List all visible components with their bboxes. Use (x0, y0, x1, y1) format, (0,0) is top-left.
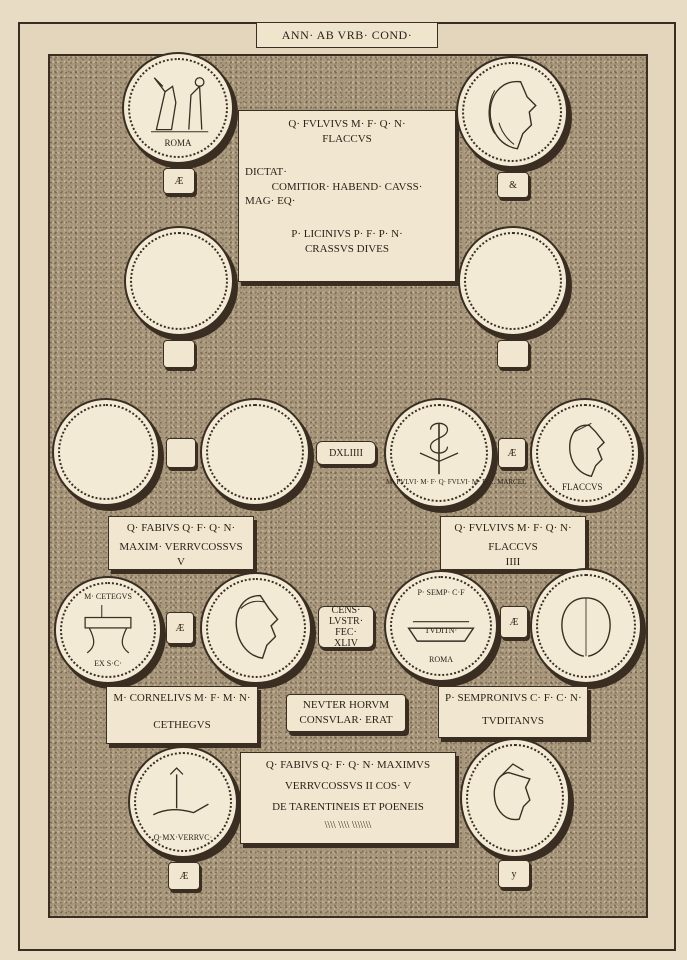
fulvius-plaque-line1: Q· FVLVIVS M· F· Q· N· (454, 522, 572, 534)
coin-legend-semp: P· SEMP· C·F (417, 588, 465, 597)
helmeted-heads-icon (493, 763, 531, 821)
ship-prow-icon (407, 621, 475, 642)
bottom-plaque-line2: VERRVCOSSVS II COS· V (284, 779, 412, 792)
cornelius-plaque-line2: CETHEGVS (153, 718, 211, 731)
coin-legend-cethegus: M· CETEGVS (84, 592, 132, 601)
census-link: CENS· LVSTR· FEC· XLIV (318, 605, 374, 649)
fabius-plaque-line3: V (177, 555, 185, 568)
coin-legend-roma: ROMA (164, 138, 192, 148)
center-link-dxliiii: DXLIIII (316, 441, 376, 465)
top-plaque-line3: DICTAT· (245, 165, 287, 178)
sempronius-plaque-line1: P· SEMPRONIVS C· F· C· N· (445, 692, 582, 704)
bottom-plaque-line3: DE TARENTINEIS ET POENEIS (272, 800, 424, 813)
coin-cethegus-reverse: M· CETEGVS EX S·C· (54, 576, 162, 684)
tab-ae-mid: Æ (498, 438, 526, 468)
top-plaque-line7: CRASSVS DIVES (304, 243, 390, 256)
top-plaque-line5: MAG· EQ· (245, 195, 296, 208)
coin-blank-mid-left-1 (52, 398, 160, 506)
bearded-head-icon (488, 81, 537, 150)
bottom-plaque-line4: \\\\ \\\\ \\\\\\\ (324, 819, 372, 831)
census-line3: XLIV (334, 638, 358, 649)
coin-flaccus-female-head: FLACCVS (530, 398, 640, 508)
laureate-head-icon (235, 594, 279, 660)
neptune-chariot-icon (153, 767, 209, 816)
coin-fulvius-caduceus: M· FVLVI· M· F· Q· FVLVI· M· F· ... MARC… (384, 398, 527, 508)
coin-janus-head (530, 568, 642, 684)
coin-legend-qmx-verruc: Q·MX·VERRVC· (153, 833, 213, 842)
coin-blank-mid-left-2 (200, 398, 310, 506)
janus-head-icon (561, 597, 611, 657)
tab-ae-top-left: Æ (163, 168, 195, 194)
victory-figure-icon (151, 77, 209, 133)
female-head-icon (569, 422, 606, 478)
sempronius-plaque: P· SEMPRONIVS C· F· C· N· TVDITANVS (438, 686, 588, 738)
tab-y-bottom: y (498, 860, 530, 888)
neuter-plaque-line1: NEVTER HORVM (302, 699, 390, 711)
curule-chair-icon (84, 605, 132, 654)
coin-sempronius-prow: P· SEMP· C·F TVDITN· ROMA (384, 570, 498, 682)
fulvius-plaque-line2: FLACCVS (488, 540, 538, 553)
coin-fabius-neptune: Q·MX·VERRVC· (128, 746, 238, 858)
coin-legend-tuditn: TVDITN· (424, 626, 458, 635)
top-plaque-line4: COMITIOR· HABEND· CAVSS· (271, 180, 423, 193)
neuter-plaque-line2: CONSVLAR· ERAT (299, 713, 393, 726)
census-line1: CENS· (331, 605, 361, 616)
sempronius-plaque-line2: TVDITANVS (481, 714, 545, 727)
cornelius-plaque: M· CORNELIVS M· F· M· N· CETHEGVS (106, 686, 258, 744)
coin-legend-roma-2: ROMA (428, 655, 453, 664)
coin-legend-ex-sc: EX S·C· (94, 659, 122, 668)
neuter-plaque: NEVTER HORVM CONSVLAR· ERAT (286, 694, 406, 732)
bottom-plaque: Q· FABIVS Q· F· Q· N· MAXIMVS VERRVCOSSV… (240, 752, 456, 844)
tab-blank-upper-right (497, 340, 529, 368)
fabius-plaque-line1: Q· FABIVS Q· F· Q· N· (126, 522, 236, 534)
coin-helmeted-heads (460, 738, 570, 858)
fulvius-plaque: Q· FVLVIVS M· F· Q· N· FLACCVS IIII (440, 516, 586, 570)
top-plaque-line1: Q· FVLVIVS M· F· Q· N· (288, 118, 406, 130)
coin-jupiter-head (456, 56, 568, 168)
coin-roma-victory: ROMA (122, 52, 234, 164)
top-plaque-line6: P· LICINIVS P· F· P· N· (291, 228, 403, 241)
coin-legend-fulvius-marcel: M· FVLVI· M· F· Q· FVLVI· M· F· ... MARC… (386, 478, 527, 486)
fabius-plaque-line2: MAXIM· VERRVCOSSVS (119, 540, 243, 553)
coin-legend-flaccus: FLACCVS (562, 482, 603, 492)
census-line2: LVSTR· FEC· (328, 616, 364, 638)
tab-amp-top-right: & (497, 172, 529, 198)
caduceus-icon (419, 422, 459, 475)
tab-blank-upper-left (163, 340, 195, 368)
coin-blank-upper-right (458, 226, 568, 336)
fulvius-plaque-line3: IIII (505, 555, 521, 568)
cornelius-plaque-line1: M· CORNELIVS M· F· M· N· (113, 692, 251, 704)
fabius-plaque: Q· FABIVS Q· F· Q· N· MAXIM· VERRVCOSSVS… (108, 516, 254, 570)
coin-blank-upper-left (124, 226, 234, 336)
tab-ae-right: Æ (500, 606, 528, 638)
header-label: ANN· AB VRB· COND· (256, 22, 438, 48)
top-plaque: Q· FVLVIVS M· F· Q· N· FLACCVS DICTAT· C… (238, 110, 456, 282)
tab-ae-bottom: Æ (168, 862, 200, 890)
top-plaque-line2: FLACCVS (322, 132, 372, 145)
tab-ae-left: Æ (166, 612, 194, 644)
coin-apollo-head (200, 572, 312, 684)
tab-link-mid-left (166, 438, 196, 468)
bottom-plaque-line1: Q· FABIVS Q· F· Q· N· MAXIMVS (265, 759, 431, 771)
